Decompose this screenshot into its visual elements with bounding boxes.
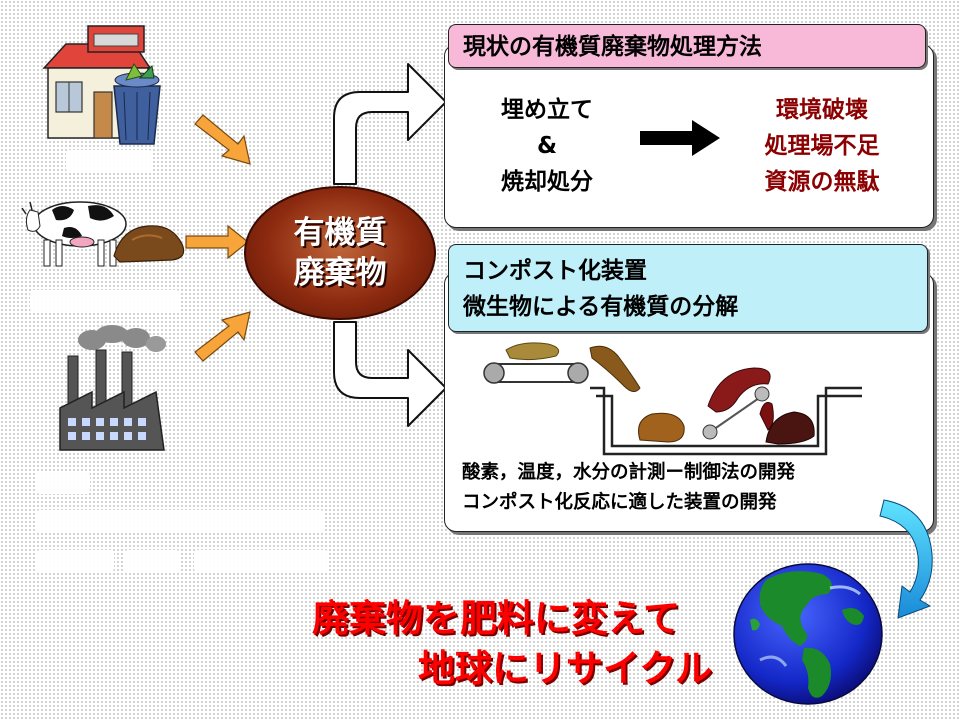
method-item: 焼却処分 bbox=[501, 169, 593, 195]
earth-globe-icon bbox=[733, 563, 883, 705]
faint-text-block bbox=[36, 472, 90, 494]
disposal-methods: 埋め立て & 焼却処分 bbox=[462, 92, 632, 200]
slogan-line: 地球にリサイクル bbox=[418, 647, 713, 690]
problem-item: 処理場不足 bbox=[764, 133, 880, 159]
goal-item: コンポスト化反応に適した装置の開発 bbox=[462, 492, 777, 513]
goal-item: 酸素，温度，水分の計測ー制御法の開発 bbox=[462, 462, 796, 483]
development-goals: 酸素，温度，水分の計測ー制御法の開発 コンポスト化反応に適した装置の開発 bbox=[462, 458, 932, 518]
faint-text-block bbox=[66, 150, 152, 172]
down-branch-arrow-icon bbox=[333, 321, 447, 427]
device-title-line: コンポスト化装置 bbox=[463, 258, 647, 284]
cyan-curve-arrow-icon bbox=[879, 499, 933, 619]
device-title-line: 微生物による有機質の分解 bbox=[463, 294, 739, 320]
method-item: 埋め立て bbox=[501, 97, 593, 123]
problem-item: 環境破壊 bbox=[776, 97, 868, 123]
faint-text-block bbox=[124, 550, 180, 572]
house-trash-icon bbox=[42, 25, 161, 145]
faint-text-block bbox=[36, 510, 324, 532]
organic-waste-oval: 有機質 廃棄物 bbox=[244, 186, 436, 320]
compost-apparatus-illustration bbox=[483, 342, 862, 456]
slogan-line: 廃棄物を肥料に変えて bbox=[312, 597, 681, 640]
cow-manure-icon bbox=[21, 201, 185, 267]
problem-item: 資源の無駄 bbox=[764, 169, 880, 195]
current-methods-title: 現状の有機質廃棄物処理方法 bbox=[448, 24, 926, 68]
center-label-line: 廃棄物 bbox=[293, 255, 387, 291]
faint-text-block bbox=[194, 550, 328, 572]
orange-arrow-icon bbox=[194, 114, 251, 165]
compost-device-title: コンポスト化装置 微生物による有機質の分解 bbox=[448, 244, 928, 332]
disposal-problems: 環境破壊 処理場不足 資源の無駄 bbox=[722, 92, 922, 200]
faint-text-block bbox=[36, 550, 114, 572]
center-label-line: 有機質 bbox=[293, 215, 387, 251]
up-branch-arrow-icon bbox=[333, 63, 447, 185]
orange-arrow-icon bbox=[185, 224, 249, 260]
faint-text-block bbox=[30, 290, 180, 312]
factory-icon bbox=[59, 325, 166, 451]
black-arrow-icon bbox=[640, 120, 720, 156]
method-item: & bbox=[536, 133, 558, 159]
orange-arrow-icon bbox=[194, 311, 251, 362]
